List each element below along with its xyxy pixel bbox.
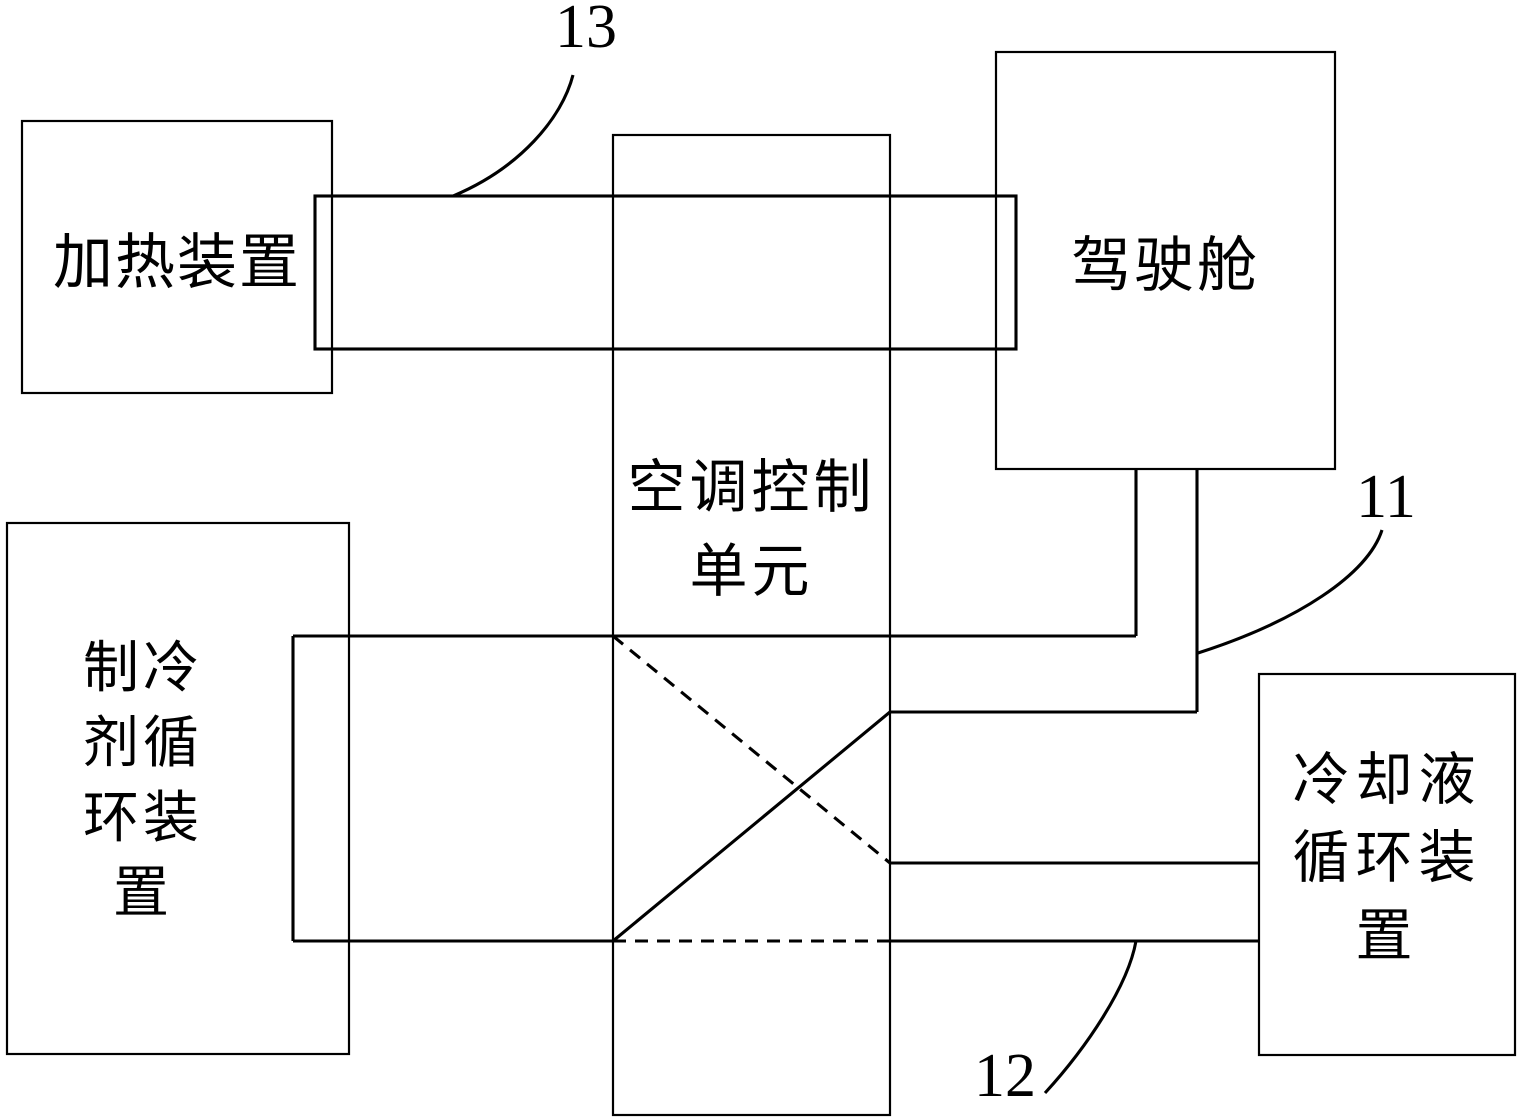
leader-curve-13 bbox=[452, 74, 575, 198]
cockpit-label: 驾驶舱 bbox=[1071, 233, 1260, 299]
refrigerant-cycle-box-outline bbox=[5, 521, 351, 1056]
coolant-cycle-label: 冷却液 循环装 置 bbox=[1292, 749, 1482, 968]
crossover-dashed-diagonal bbox=[612, 634, 891, 865]
leader-curve-12 bbox=[1043, 940, 1138, 1095]
cockpit-box-outline bbox=[994, 50, 1337, 471]
ref-label-12: 12 bbox=[974, 1042, 1036, 1110]
ac-control-unit-box-outline bbox=[611, 133, 892, 1117]
ac-control-unit-label: 空调控制 单元 bbox=[627, 455, 876, 604]
crossover-solid-diagonal bbox=[612, 710, 891, 943]
refrigerant-cycle-label: 制冷 剂循 环装 置 bbox=[83, 638, 203, 925]
ref-label-13: 13 bbox=[555, 0, 617, 61]
leader-curve-11 bbox=[1197, 529, 1384, 655]
heating-device-box-outline bbox=[20, 119, 334, 395]
heating-device-label: 加热装置 bbox=[53, 229, 301, 296]
heating-duct-band bbox=[313, 194, 1018, 351]
ref-label-11: 11 bbox=[1356, 463, 1416, 531]
